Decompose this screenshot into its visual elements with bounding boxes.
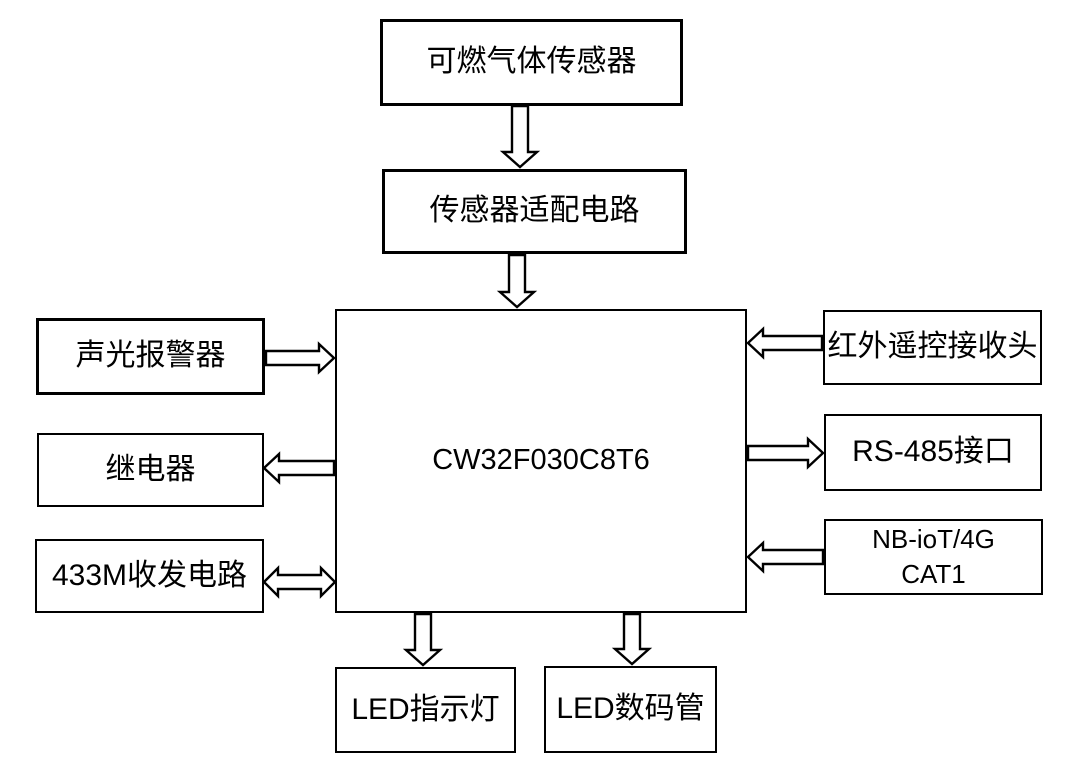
arrow-rf433-mcu-bidirectional-icon [262,565,337,599]
node-relay: 继电器 [37,433,264,507]
arrow-mcu-to-led-display-down-icon [611,612,653,666]
arrow-mcu-to-led-indicator-down-icon [402,612,444,667]
node-433m-transceiver-label: 433M收发电路 [51,558,248,592]
node-nbiot-4g-cat1-label-line2: CAT1 [901,559,966,589]
node-sound-light-alarm: 声光报警器 [36,318,265,395]
node-sensor-adapter-label: 传感器适配电路 [429,194,640,228]
node-mcu: CW32F030C8T6 [335,309,747,613]
node-led-indicator-label: LED指示灯 [351,692,500,726]
arrow-mcu-to-rs485-right-icon [746,436,825,470]
node-nbiot-4g-cat1: NB-ioT/4G CAT1 [824,519,1043,595]
node-relay-label: 继电器 [105,452,196,486]
node-rs485-interface: RS-485接口 [824,414,1042,491]
node-mcu-label: CW32F030C8T6 [432,444,650,477]
node-led-digit-display: LED数码管 [544,666,717,753]
node-433m-transceiver: 433M收发电路 [35,539,264,613]
arrow-adapter-to-mcu-down-icon [496,253,538,309]
node-gas-sensor: 可燃气体传感器 [380,19,683,106]
node-led-indicator: LED指示灯 [335,667,516,753]
node-ir-remote-receiver: 红外遥控接收头 [823,310,1042,385]
node-ir-remote-receiver-label: 红外遥控接收头 [827,330,1038,364]
node-nbiot-4g-cat1-label-line1: NB-ioT/4G [872,523,995,554]
node-sound-light-alarm-label: 声光报警器 [75,339,226,373]
arrow-mcu-to-relay-left-icon [262,451,336,485]
arrow-ir-to-mcu-left-icon [746,326,824,360]
node-gas-sensor-label: 可燃气体传感器 [426,45,637,79]
arrow-nbiot-to-mcu-left-icon [746,540,825,574]
node-sensor-adapter: 传感器适配电路 [382,169,687,254]
arrow-alarm-to-mcu-right-icon [264,341,336,375]
node-led-digit-display-label: LED数码管 [556,692,705,726]
node-rs485-interface-label: RS-485接口 [852,435,1014,469]
arrow-gas-sensor-to-adapter-down-icon [499,104,541,169]
